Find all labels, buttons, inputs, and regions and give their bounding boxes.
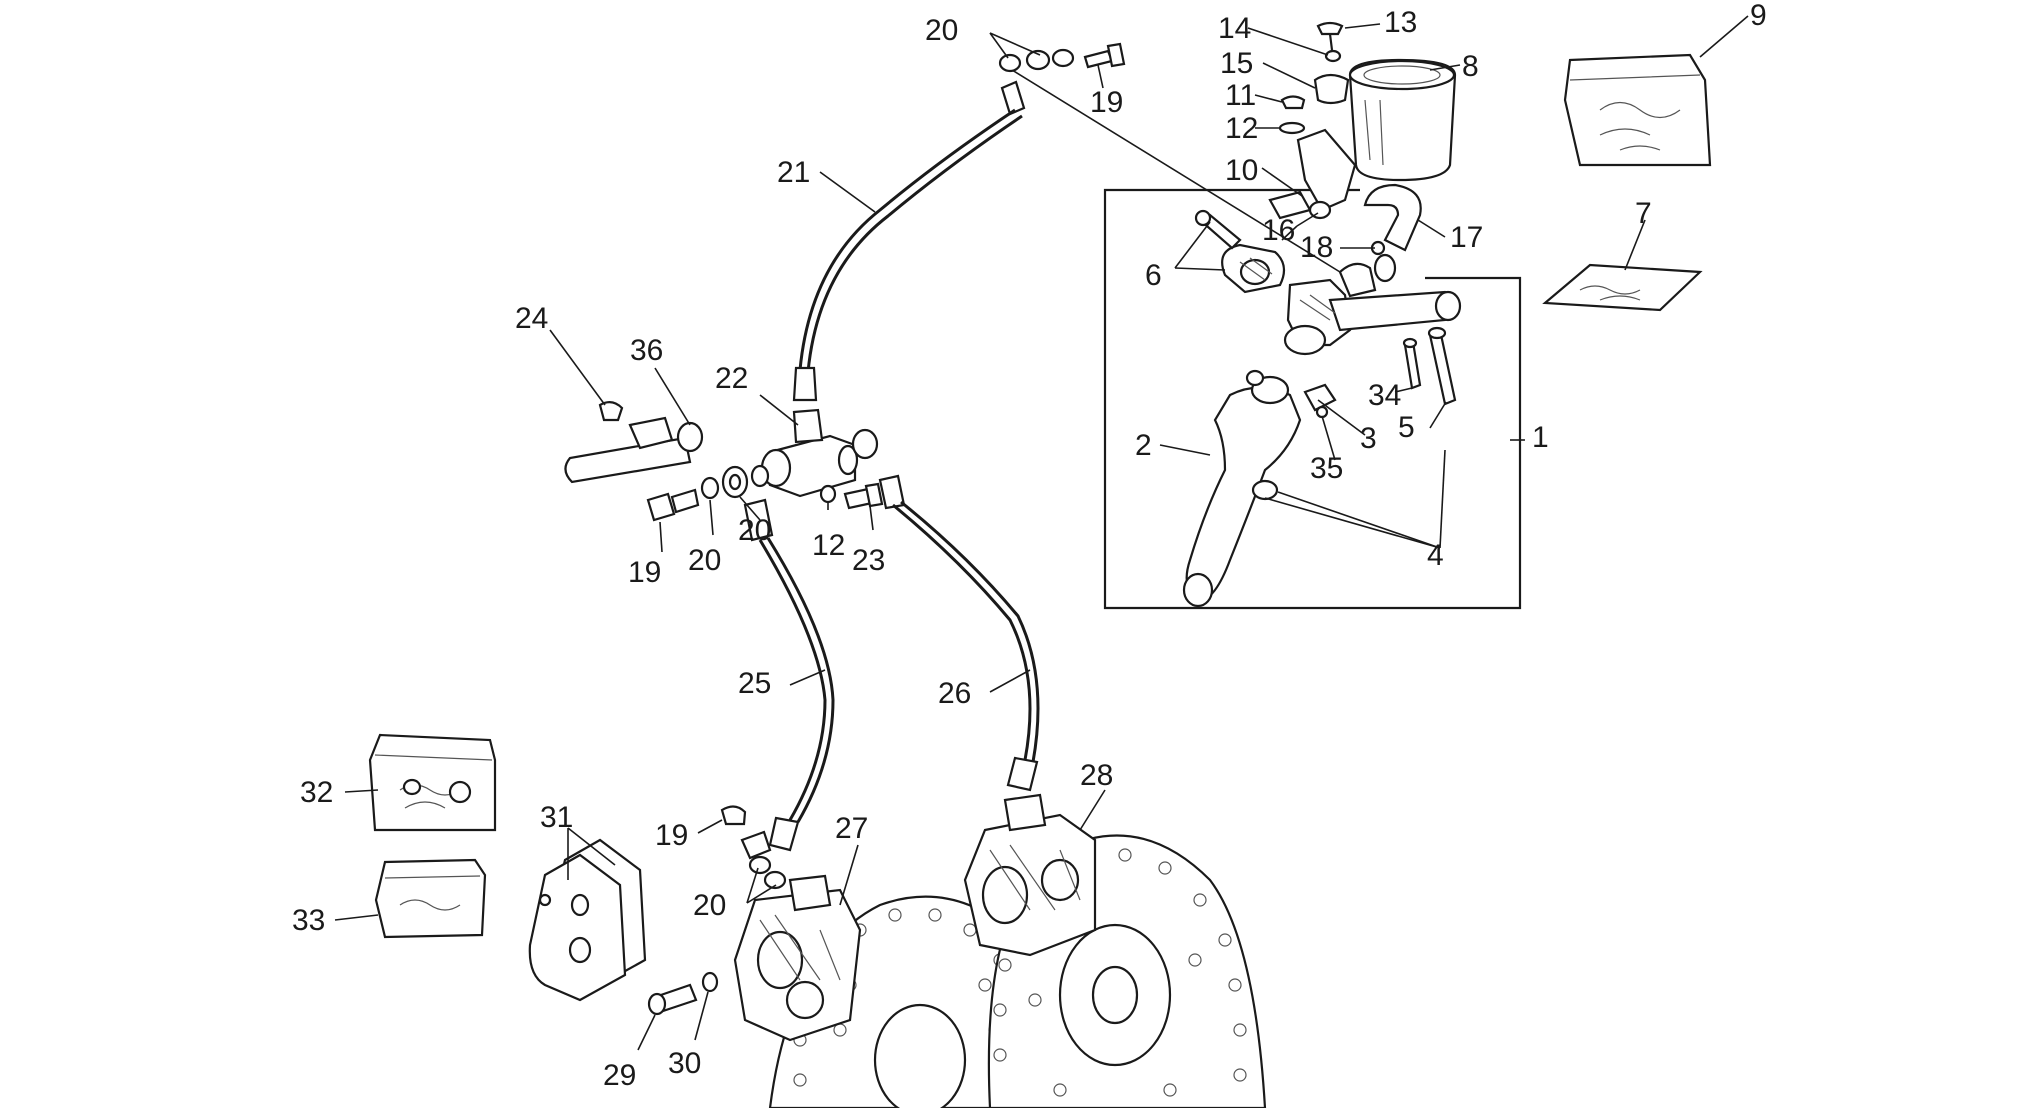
callout-29: 29 [603,1059,636,1092]
callout-24: 24 [515,302,548,335]
callout-30: 30 [668,1047,701,1080]
leader-lines [334,15,1749,1051]
leader-line [1011,69,1341,273]
callout-5: 5 [1398,411,1415,444]
brake-hose-26 [851,428,1040,792]
callout-19-left: 19 [628,556,661,589]
callout-21: 21 [777,156,810,189]
kit-bag-7 [1542,263,1703,312]
callout-20-left: 20 [688,544,721,577]
callout-27: 27 [835,812,868,845]
callout-13: 13 [1384,6,1417,39]
callout-31: 31 [540,801,573,834]
callout-4: 4 [1427,539,1444,572]
brake-caliper-left [720,805,862,1042]
callout-26: 26 [938,677,971,710]
callout-6: 6 [1145,259,1162,292]
callout-8: 8 [1462,50,1479,83]
master-cylinder-assembly [1103,21,1525,610]
top-banjo-fitting [998,42,1126,73]
callout-20-mid: 20 [738,514,771,547]
t-fitting [760,408,859,498]
brake-pads [528,838,647,1002]
callout-20-top: 20 [925,14,958,47]
mounting-bracket [564,401,704,484]
kit-bag-9 [1563,53,1712,167]
callout-20-lower: 20 [693,889,726,922]
callout-labels: 1 2 3 4 5 6 7 8 9 10 11 12 13 14 15 16 1… [292,0,1767,1092]
callout-33: 33 [292,904,325,937]
kit-bag-33 [374,858,487,939]
kit-bag-32 [368,733,497,832]
callout-18: 18 [1300,231,1333,264]
callout-28: 28 [1080,759,1113,792]
callout-36: 36 [630,334,663,367]
callout-15: 15 [1220,47,1253,80]
callout-35: 35 [1310,452,1343,485]
callout-32: 32 [300,776,333,809]
brake-hose-21 [792,80,1026,402]
callout-16: 16 [1262,214,1295,247]
callout-12-top: 12 [1225,112,1258,145]
callout-34: 34 [1368,379,1401,412]
callout-22: 22 [715,362,748,395]
caliper-bolt [647,971,719,1016]
callout-2: 2 [1135,429,1152,462]
callout-25: 25 [738,667,771,700]
callout-7: 7 [1635,197,1652,230]
callout-19-lower: 19 [655,819,688,852]
callout-10: 10 [1225,154,1258,187]
callout-19-top: 19 [1090,86,1123,119]
callout-9: 9 [1750,0,1767,32]
callout-1: 1 [1532,421,1549,454]
callout-12-mid: 12 [812,529,845,562]
brake-caliper-right [963,793,1097,957]
callout-14: 14 [1218,12,1251,45]
callout-17: 17 [1450,221,1483,254]
banjo-bolt-stack-left [646,464,770,522]
banjo-bolt-right [819,482,884,510]
callout-11: 11 [1225,79,1256,112]
callout-3: 3 [1360,422,1377,455]
callout-23: 23 [852,544,885,577]
